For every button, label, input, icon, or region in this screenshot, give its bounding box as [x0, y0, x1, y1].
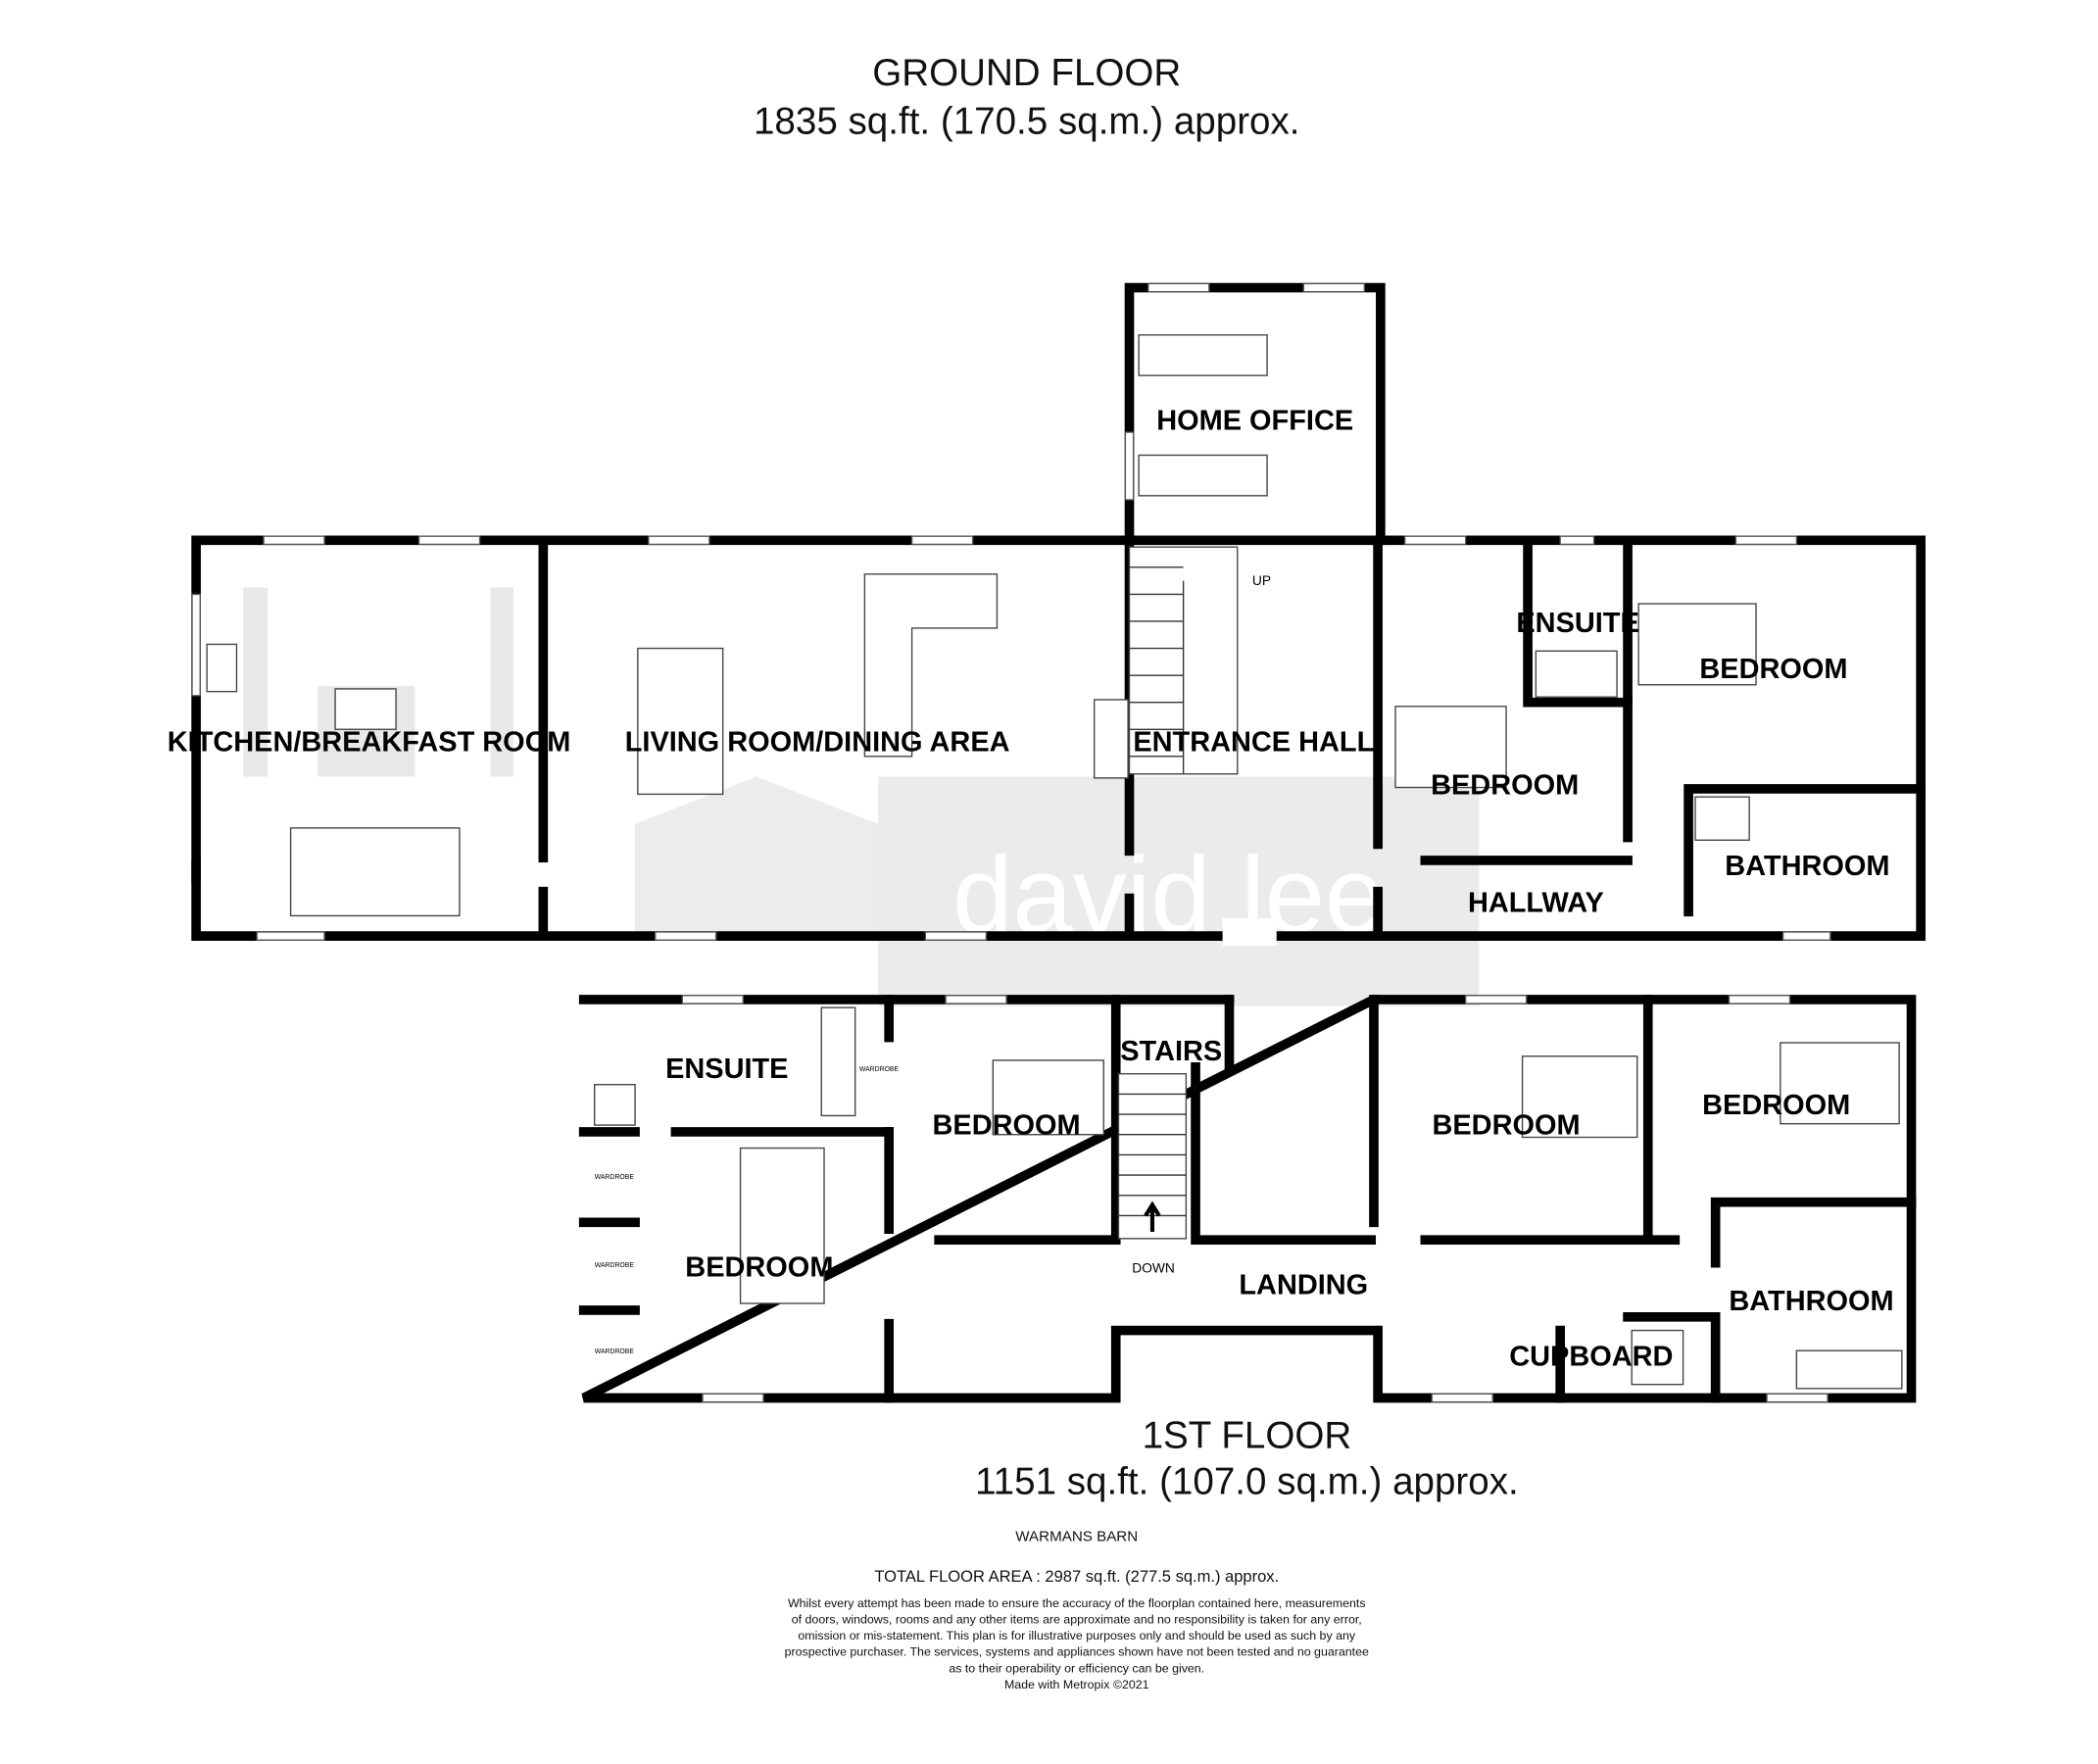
- room-ensuite: ENSUITE: [1516, 608, 1638, 639]
- wardrobe-labels: WARDROBE WARDROBE WARDROBE WARDROBE: [595, 1066, 900, 1355]
- room-bedroom: BEDROOM: [685, 1251, 833, 1283]
- total-floor-area: TOTAL FLOOR AREA : 2987 sq.ft. (277.5 sq…: [874, 1567, 1279, 1586]
- room-home-office: HOME OFFICE: [1156, 405, 1353, 436]
- disclaimer-line: as to their operability or efficiency ca…: [949, 1661, 1204, 1675]
- disclaimer-line: of doors, windows, rooms and any other i…: [792, 1613, 1362, 1627]
- room-bedroom: BEDROOM: [933, 1110, 1081, 1142]
- first-floor-title: 1ST FLOOR: [1143, 1414, 1352, 1456]
- room-bedroom: BEDROOM: [1432, 1110, 1580, 1142]
- disclaimer-line: omission or mis-statement. This plan is …: [798, 1629, 1355, 1642]
- room-hallway: HALLWAY: [1468, 887, 1604, 918]
- room-bedroom: BEDROOM: [1431, 769, 1579, 801]
- room-landing: LANDING: [1239, 1269, 1368, 1300]
- ground-floor-title: GROUND FLOOR: [872, 52, 1181, 94]
- ground-floor-area: 1835 sq.ft. (170.5 sq.m.) approx.: [754, 100, 1300, 142]
- room-living: LIVING ROOM/DINING AREA: [625, 726, 1010, 758]
- watermark-logo: david lee: [635, 776, 1480, 1006]
- property-name: WARMANS BARN: [1015, 1529, 1138, 1545]
- wardrobe-label: WARDROBE: [595, 1174, 635, 1181]
- ground-floor-walls: [191, 282, 1926, 941]
- wardrobe-label: WARDROBE: [595, 1262, 635, 1269]
- ground-floor-furniture: [206, 334, 1757, 917]
- room-cupboard: CUPBOARD: [1509, 1341, 1673, 1372]
- first-floor-room-labels: ENSUITE BEDROOM BEDROOM STAIRS BEDROOM B…: [665, 1036, 1894, 1372]
- first-floor-furniture: [594, 1006, 1903, 1390]
- room-entrance-hall: ENTRANCE HALL: [1133, 726, 1374, 758]
- first-floor-area: 1151 sq.ft. (107.0 sq.m.) approx.: [975, 1460, 1519, 1502]
- disclaimer-line: prospective purchaser. The services, sys…: [785, 1645, 1369, 1659]
- disclaimer-line: Whilst every attempt has been made to en…: [788, 1596, 1366, 1610]
- metropix-credit: Made with Metropix ©2021: [1004, 1678, 1149, 1691]
- room-kitchen: KITCHEN/BREAKFAST ROOM: [168, 726, 571, 758]
- up-label: UP: [1252, 573, 1271, 588]
- wardrobe-label: WARDROBE: [859, 1066, 900, 1073]
- footer: WARMANS BARN TOTAL FLOOR AREA : 2987 sq.…: [785, 1529, 1369, 1691]
- room-ensuite: ENSUITE: [665, 1054, 788, 1085]
- room-bedroom: BEDROOM: [1702, 1090, 1850, 1121]
- ground-floor-windows: [191, 282, 1831, 946]
- room-stairs: STAIRS: [1120, 1036, 1222, 1067]
- wardrobe-label: WARDROBE: [595, 1348, 635, 1355]
- room-bedroom: BEDROOM: [1699, 654, 1847, 685]
- room-bathroom: BATHROOM: [1725, 851, 1889, 882]
- first-floor-windows: [681, 995, 1829, 1403]
- down-label: DOWN: [1132, 1260, 1175, 1275]
- ground-floor-room-labels: HOME OFFICE KITCHEN/BREAKFAST ROOM LIVIN…: [168, 405, 1890, 918]
- room-bathroom: BATHROOM: [1729, 1286, 1893, 1317]
